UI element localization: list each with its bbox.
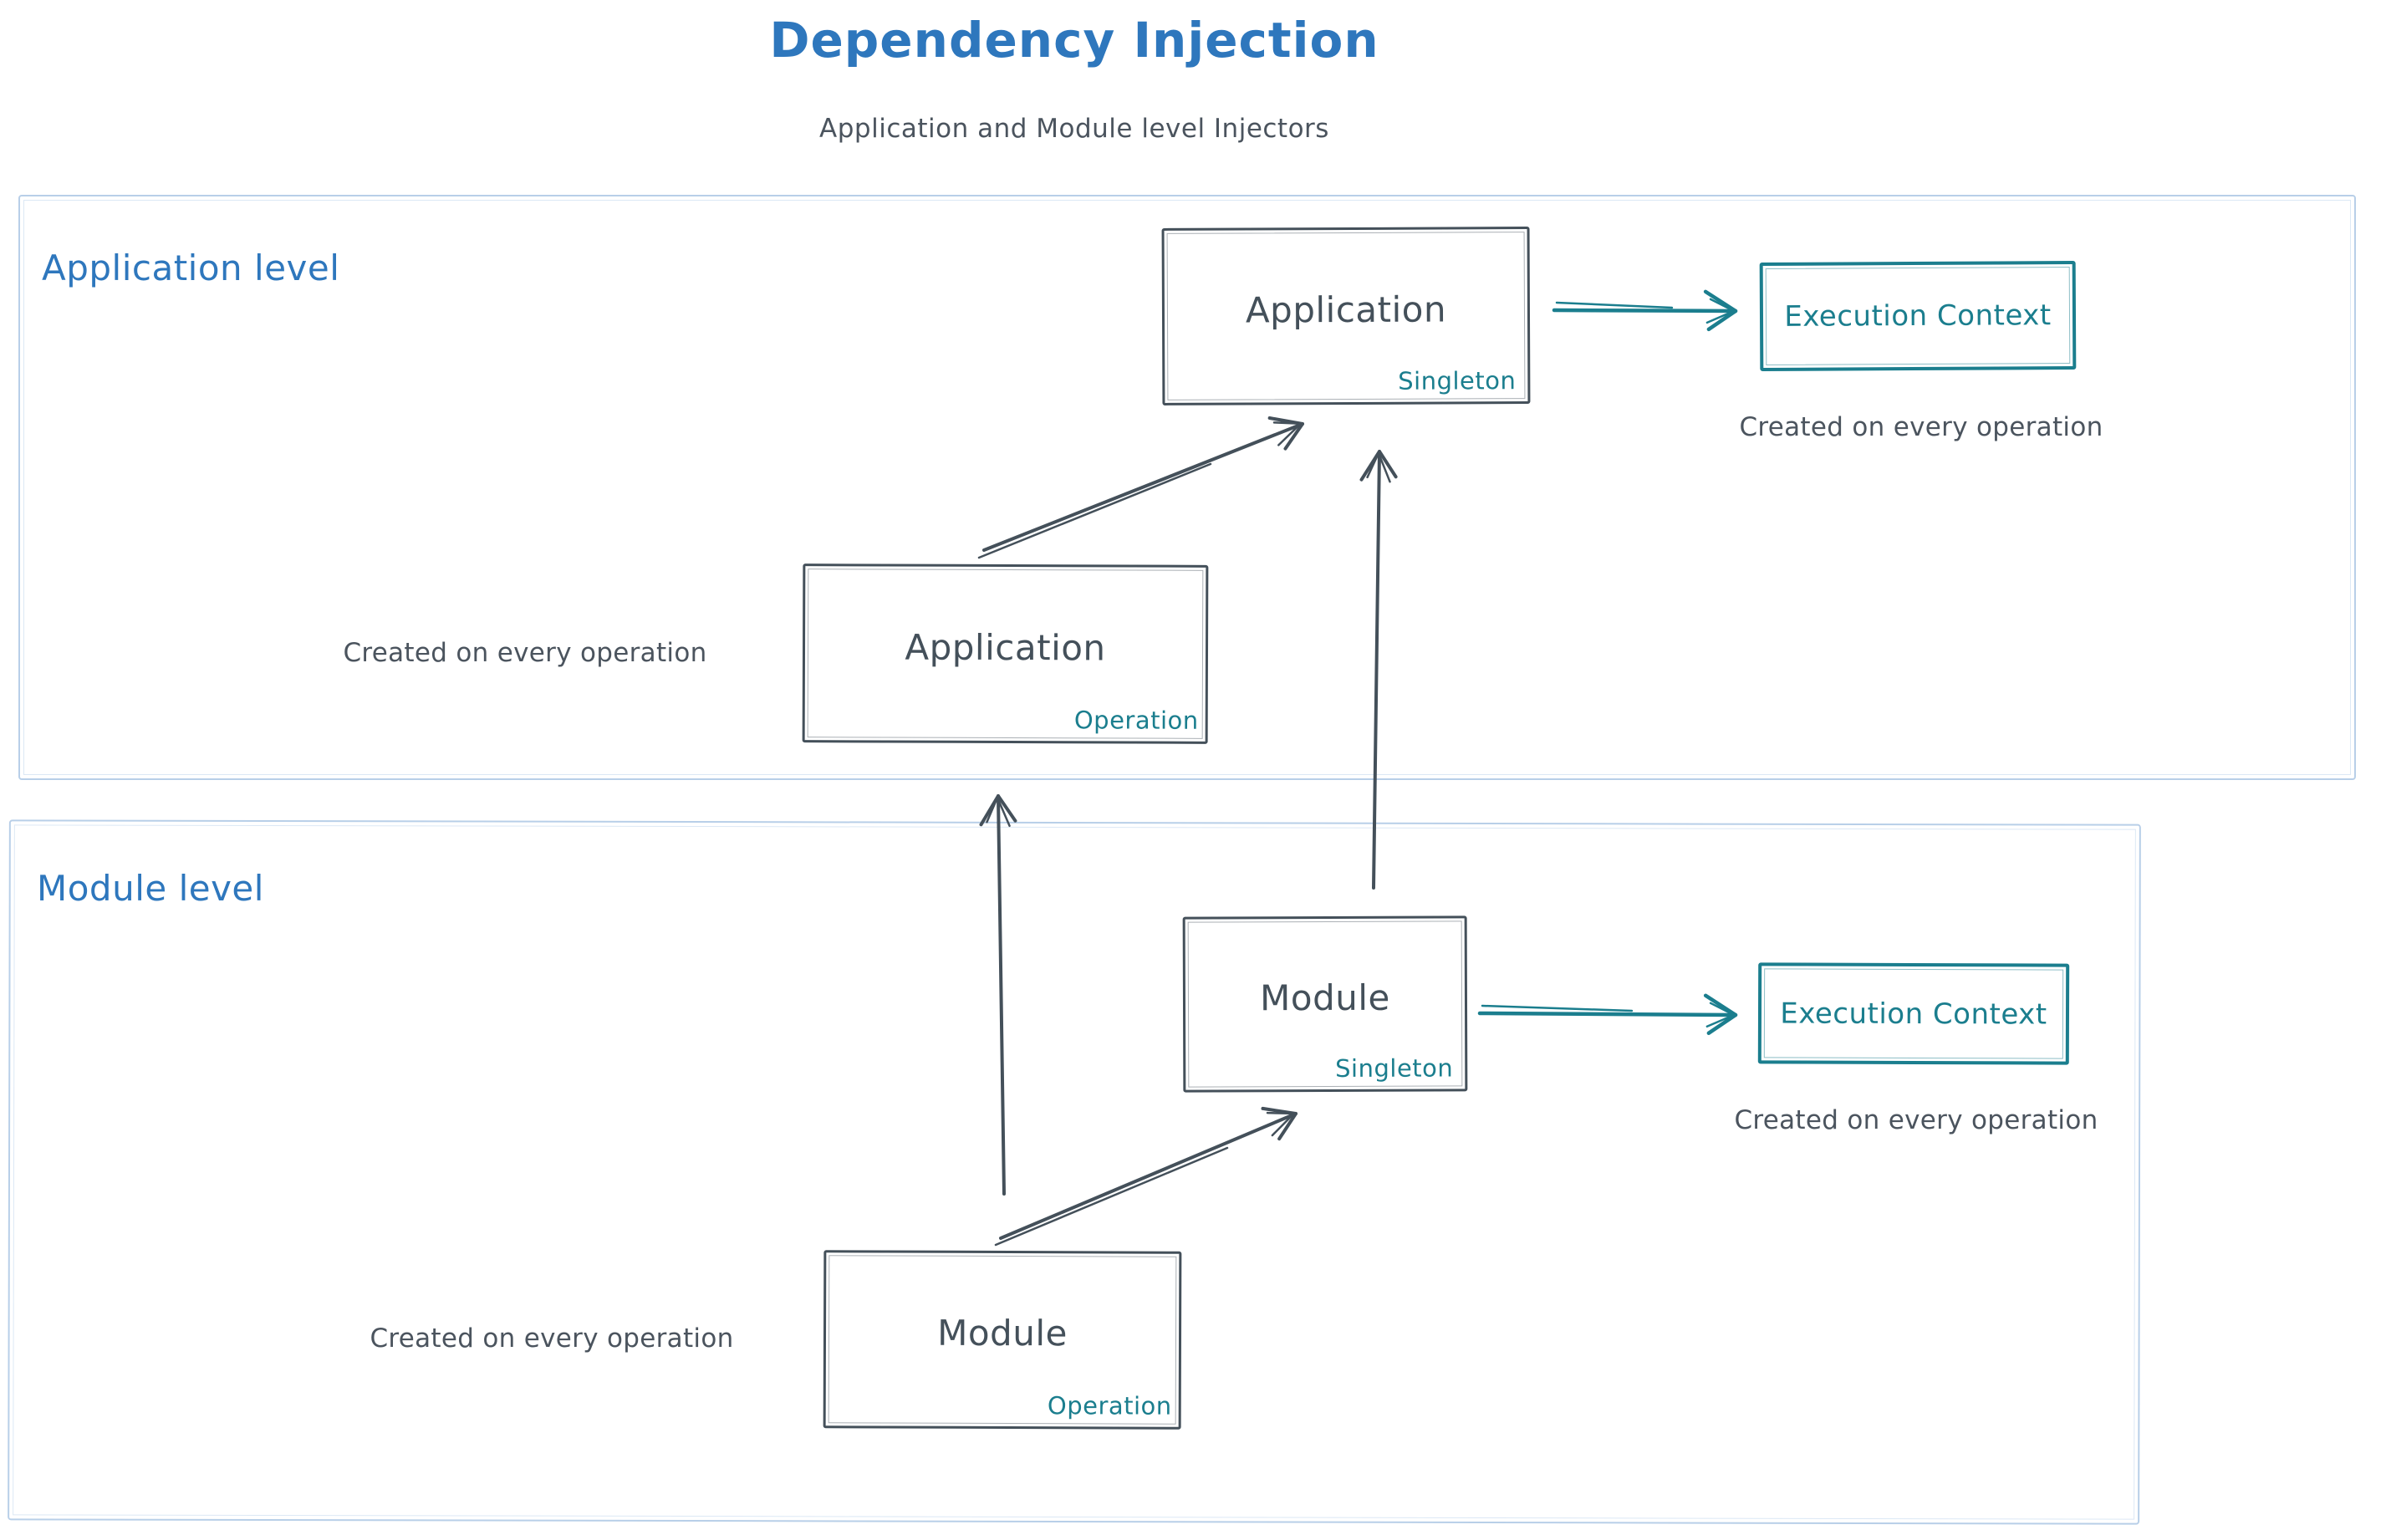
node-title: Module	[937, 1312, 1068, 1354]
node-scope-badge: Singleton	[1335, 1053, 1454, 1083]
caption-application-operation: Created on every operation	[343, 638, 707, 668]
diagram-title: Dependency Injection	[769, 12, 1379, 69]
node-title: Application	[905, 626, 1106, 668]
application-level-section	[18, 195, 2356, 780]
caption-module-operation: Created on every operation	[370, 1323, 734, 1354]
application-level-label: Application level	[42, 247, 340, 288]
node-title: Module	[1260, 977, 1390, 1018]
node-execution-context-application: Execution Context	[1759, 261, 2077, 371]
node-scope-badge: Operation	[1073, 706, 1199, 735]
node-title: Application	[1245, 288, 1447, 331]
caption-execution-context-module: Created on every operation	[1734, 1105, 2098, 1135]
execution-context-label: Execution Context	[1784, 298, 2052, 334]
execution-context-label: Execution Context	[1780, 996, 2047, 1032]
node-execution-context-module: Execution Context	[1757, 962, 2070, 1065]
node-application-operation: Application Operation	[802, 563, 1209, 744]
module-level-label: Module level	[37, 868, 264, 909]
node-module-operation: Module Operation	[823, 1250, 1182, 1430]
node-scope-badge: Singleton	[1398, 366, 1517, 395]
node-module-singleton: Module Singleton	[1182, 915, 1468, 1093]
diagram-subtitle: Application and Module level Injectors	[819, 114, 1329, 144]
caption-execution-context-application: Created on every operation	[1739, 412, 2103, 442]
node-application-singleton: Application Singleton	[1161, 227, 1531, 405]
node-scope-badge: Operation	[1047, 1391, 1172, 1420]
